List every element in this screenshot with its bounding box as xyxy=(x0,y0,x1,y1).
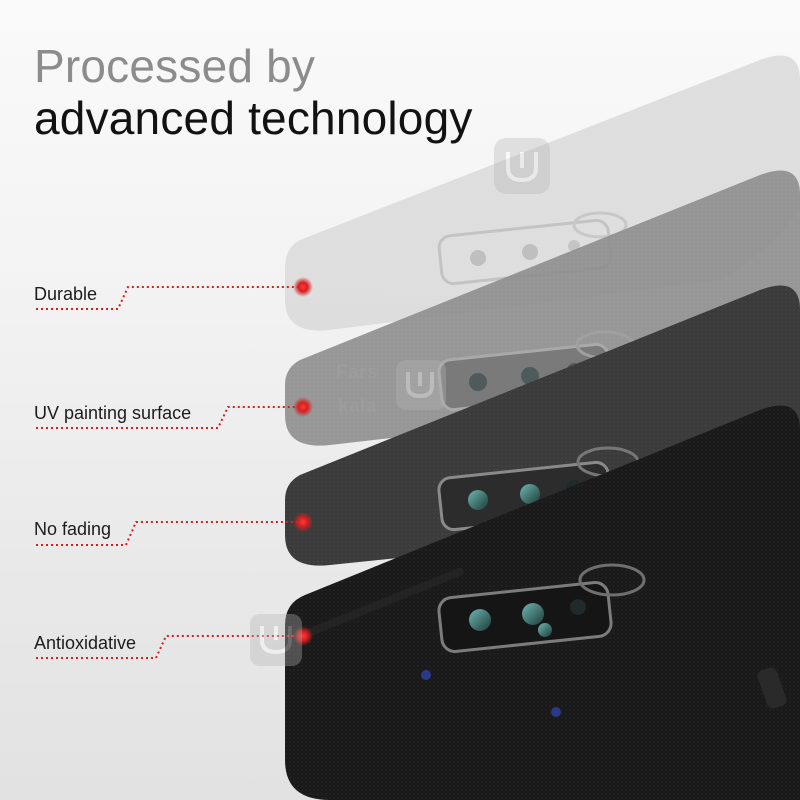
callout-fading xyxy=(36,512,313,546)
farskala-logo-icon xyxy=(396,360,446,410)
feature-label-uv-painting: UV painting surface xyxy=(34,403,192,423)
farskala-logo-icon xyxy=(250,614,302,666)
farskala-logo-icon xyxy=(494,138,550,194)
phone-case-4 xyxy=(285,405,800,800)
feature-label-no-fading: No fading xyxy=(34,519,112,539)
watermark-text-line-2: kala xyxy=(338,396,377,417)
headline-line-1: Processed by xyxy=(34,40,316,92)
headline-line-2: advanced technology xyxy=(34,92,473,144)
callout-uv xyxy=(36,397,313,429)
red-marker-dot-icon xyxy=(293,397,313,417)
feature-label-durable: Durable xyxy=(34,284,98,304)
headline: Processed by advanced technology xyxy=(34,40,473,144)
red-marker-dot-icon xyxy=(293,277,313,297)
callout-durable xyxy=(36,277,313,310)
feature-label-antioxidative: Antioxidative xyxy=(34,633,137,653)
red-marker-dot-icon xyxy=(293,626,313,646)
watermark-text-line-1: Fars xyxy=(336,362,379,383)
red-marker-dot-icon xyxy=(293,512,313,532)
callout-antioxidative xyxy=(36,626,313,659)
